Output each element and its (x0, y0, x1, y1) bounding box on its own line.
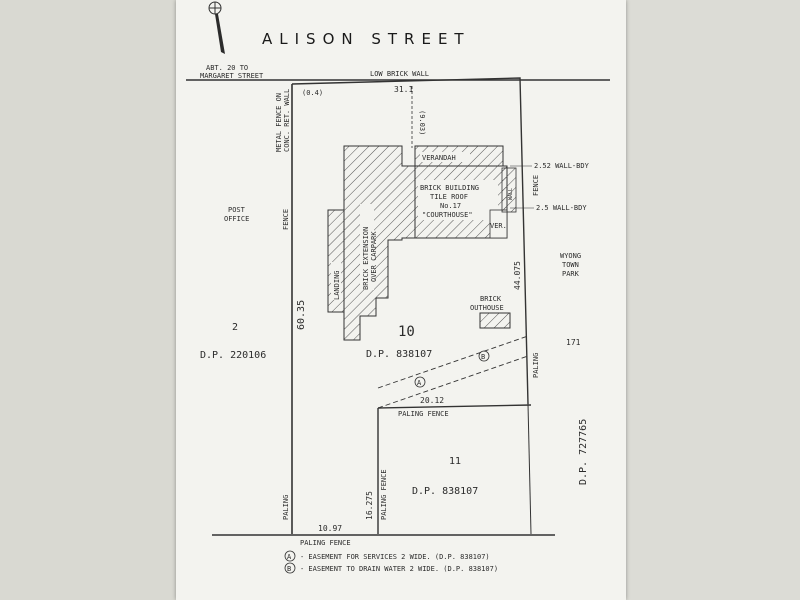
inner-vertical-fence-label: PALING FENCE (380, 469, 388, 520)
easement-line-upper (377, 335, 529, 389)
right-fence-top-label: FENCE (532, 175, 540, 196)
brick-extension-block (343, 145, 416, 341)
lot11-number: 11 (449, 456, 461, 467)
extension-line1: BRICK EXTENSION (362, 227, 370, 290)
park-line2: TOWN (562, 261, 579, 269)
courthouse-line2: TILE ROOF (430, 193, 468, 201)
low-brick-wall-label: LOW BRICK WALL (370, 70, 429, 78)
outhouse-line2: OUTHOUSE (470, 304, 504, 312)
right-dim: 44.075 (513, 261, 522, 290)
verandah-setback: (9.03) (418, 110, 426, 135)
left-paling-label: PALING (282, 495, 290, 520)
inner-horizontal-dim: 20.12 (420, 396, 444, 405)
easement-b-letter: B (481, 353, 485, 361)
lot-divider-fence (377, 404, 532, 409)
left-fence-top-line2: CONC. RET. WALL (283, 89, 291, 152)
right-lot-dp: D.P. 727765 (578, 419, 589, 485)
background-right (626, 0, 800, 600)
legend-a-text: - EASEMENT FOR SERVICES 2 WIDE. (D.P. 83… (300, 553, 490, 561)
legend-a-letter: A (287, 553, 292, 561)
right-wall-strip (501, 167, 517, 213)
park-line1: WYONG (560, 252, 581, 260)
verandah-label: VERANDAH (422, 154, 456, 162)
lot11-dp: D.P. 838107 (412, 486, 478, 497)
easement-a-marker (414, 376, 426, 388)
small-right-label-1: WALL (508, 188, 514, 200)
courthouse-line3: No.17 (440, 202, 461, 210)
wall-bdy-2: 2.5 WALL-BDY (536, 204, 587, 212)
bottom-fence-label: PALING FENCE (300, 539, 351, 547)
abt-note-line2: MARGARET STREET (200, 72, 264, 80)
north-arrow-icon (208, 1, 225, 54)
small-verandah (489, 209, 508, 239)
bottom-dim: 10.97 (318, 524, 342, 533)
wall-bdy-1: 2.52 WALL-BDY (534, 162, 590, 170)
left-dim: 60.35 (296, 300, 307, 330)
left-lot-dp: D.P. 220106 (200, 350, 266, 361)
extension-line2: OVER CARPARK (370, 231, 378, 282)
lot10-dp: D.P. 838107 (366, 349, 432, 360)
inner-horizontal-fence-label: PALING FENCE (398, 410, 449, 418)
lot10-boundary (291, 77, 529, 405)
landing-label: LANDING (333, 270, 341, 300)
courthouse-line4: "COURTHOUSE" (422, 211, 473, 219)
paper-sheet (176, 0, 626, 600)
post-office-line2: OFFICE (224, 215, 249, 223)
right-lower-boundary (527, 403, 532, 535)
inner-vertical-dim: 16.275 (365, 491, 374, 520)
top-offset: (0.4) (302, 89, 323, 97)
easement-line-lower (377, 355, 529, 409)
right-paling-label: PALING (532, 353, 540, 378)
legend-b-letter: B (287, 565, 291, 573)
small-verandah-label: VER. (490, 222, 507, 230)
left-fence-label: FENCE (282, 209, 290, 230)
lot10-number: 10 (398, 324, 415, 340)
right-lot-number: 171 (566, 338, 581, 347)
outhouse-block (479, 312, 511, 329)
outhouse-line1: BRICK (480, 295, 502, 303)
courthouse-line1: BRICK BUILDING (420, 184, 479, 192)
legend-b-text: - EASEMENT TO DRAIN WATER 2 WIDE. (D.P. … (300, 565, 498, 573)
top-dim: 31.1 (394, 85, 413, 94)
easement-a-letter: A (417, 379, 422, 387)
background-left (0, 0, 176, 600)
street-name: ALISON STREET (262, 30, 471, 48)
easement-b-marker (478, 350, 490, 362)
legend-b-marker (284, 562, 296, 574)
legend: A - EASEMENT FOR SERVICES 2 WIDE. (D.P. … (284, 550, 498, 574)
left-fence-top-line1: METAL FENCE ON (275, 93, 283, 152)
post-office-line1: POST (228, 206, 246, 214)
left-lot-number: 2 (232, 322, 238, 333)
park-line3: PARK (562, 270, 580, 278)
abt-note-line1: ABT. 20 TO (206, 64, 248, 72)
legend-a-marker (284, 550, 296, 562)
